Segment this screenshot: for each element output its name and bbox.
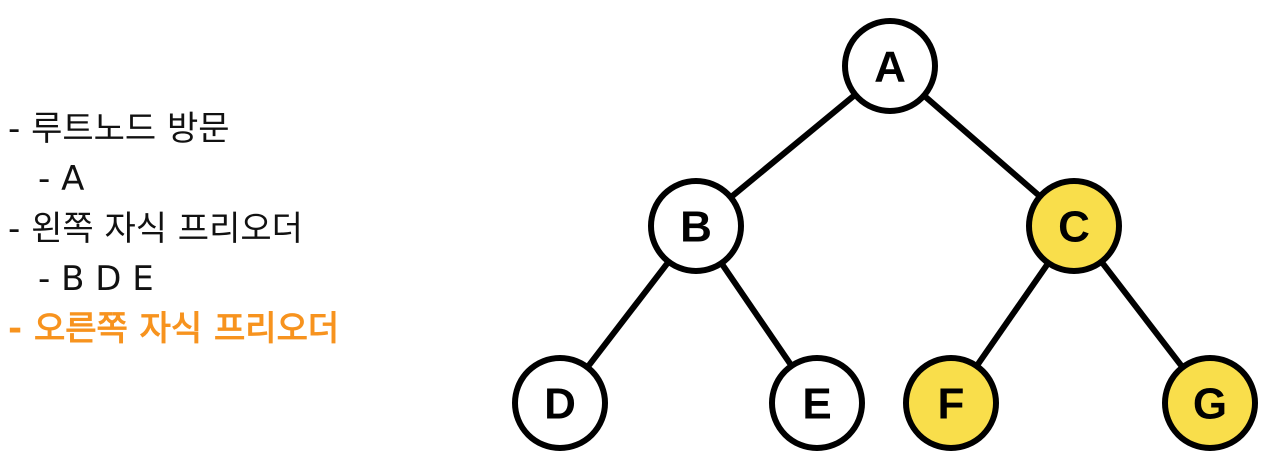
tree-node-G: G [1162, 355, 1258, 451]
node-circle-E [769, 355, 865, 451]
node-label-B: B [680, 203, 712, 252]
node-label-G: G [1193, 380, 1227, 429]
node-circle-G [1162, 355, 1258, 451]
node-circle-F [903, 355, 999, 451]
tree-node-A: A [842, 18, 938, 114]
node-circle-D [512, 355, 608, 451]
traversal-notes: - 루트노드 방문 - A - 왼쪽 자식 프리오더 - B D E - 오른쪽… [8, 104, 339, 354]
node-label-E: E [802, 380, 831, 429]
node-label-A: A [874, 43, 906, 92]
note-line-visit-root: - 루트노드 방문 [8, 109, 230, 149]
node-circle-C [1026, 178, 1122, 274]
node-label-D: D [544, 380, 576, 429]
node-circle-A [842, 18, 938, 114]
note-line-left-preorder: - 왼쪽 자식 프리오더 [8, 209, 303, 249]
tree-node-C: C [1026, 178, 1122, 274]
node-label-F: F [938, 380, 965, 429]
node-label-C: C [1058, 203, 1090, 252]
note-line-left-result: - B D E [38, 259, 154, 299]
tree-node-E: E [769, 355, 865, 451]
note-line-root-result: - A [38, 159, 85, 199]
note-line-right-preorder: - 오른쪽 자식 프리오더 [8, 309, 340, 349]
node-circle-B [648, 178, 744, 274]
tree-node-D: D [512, 355, 608, 451]
tree-node-F: F [903, 355, 999, 451]
tree-node-B: B [648, 178, 744, 274]
